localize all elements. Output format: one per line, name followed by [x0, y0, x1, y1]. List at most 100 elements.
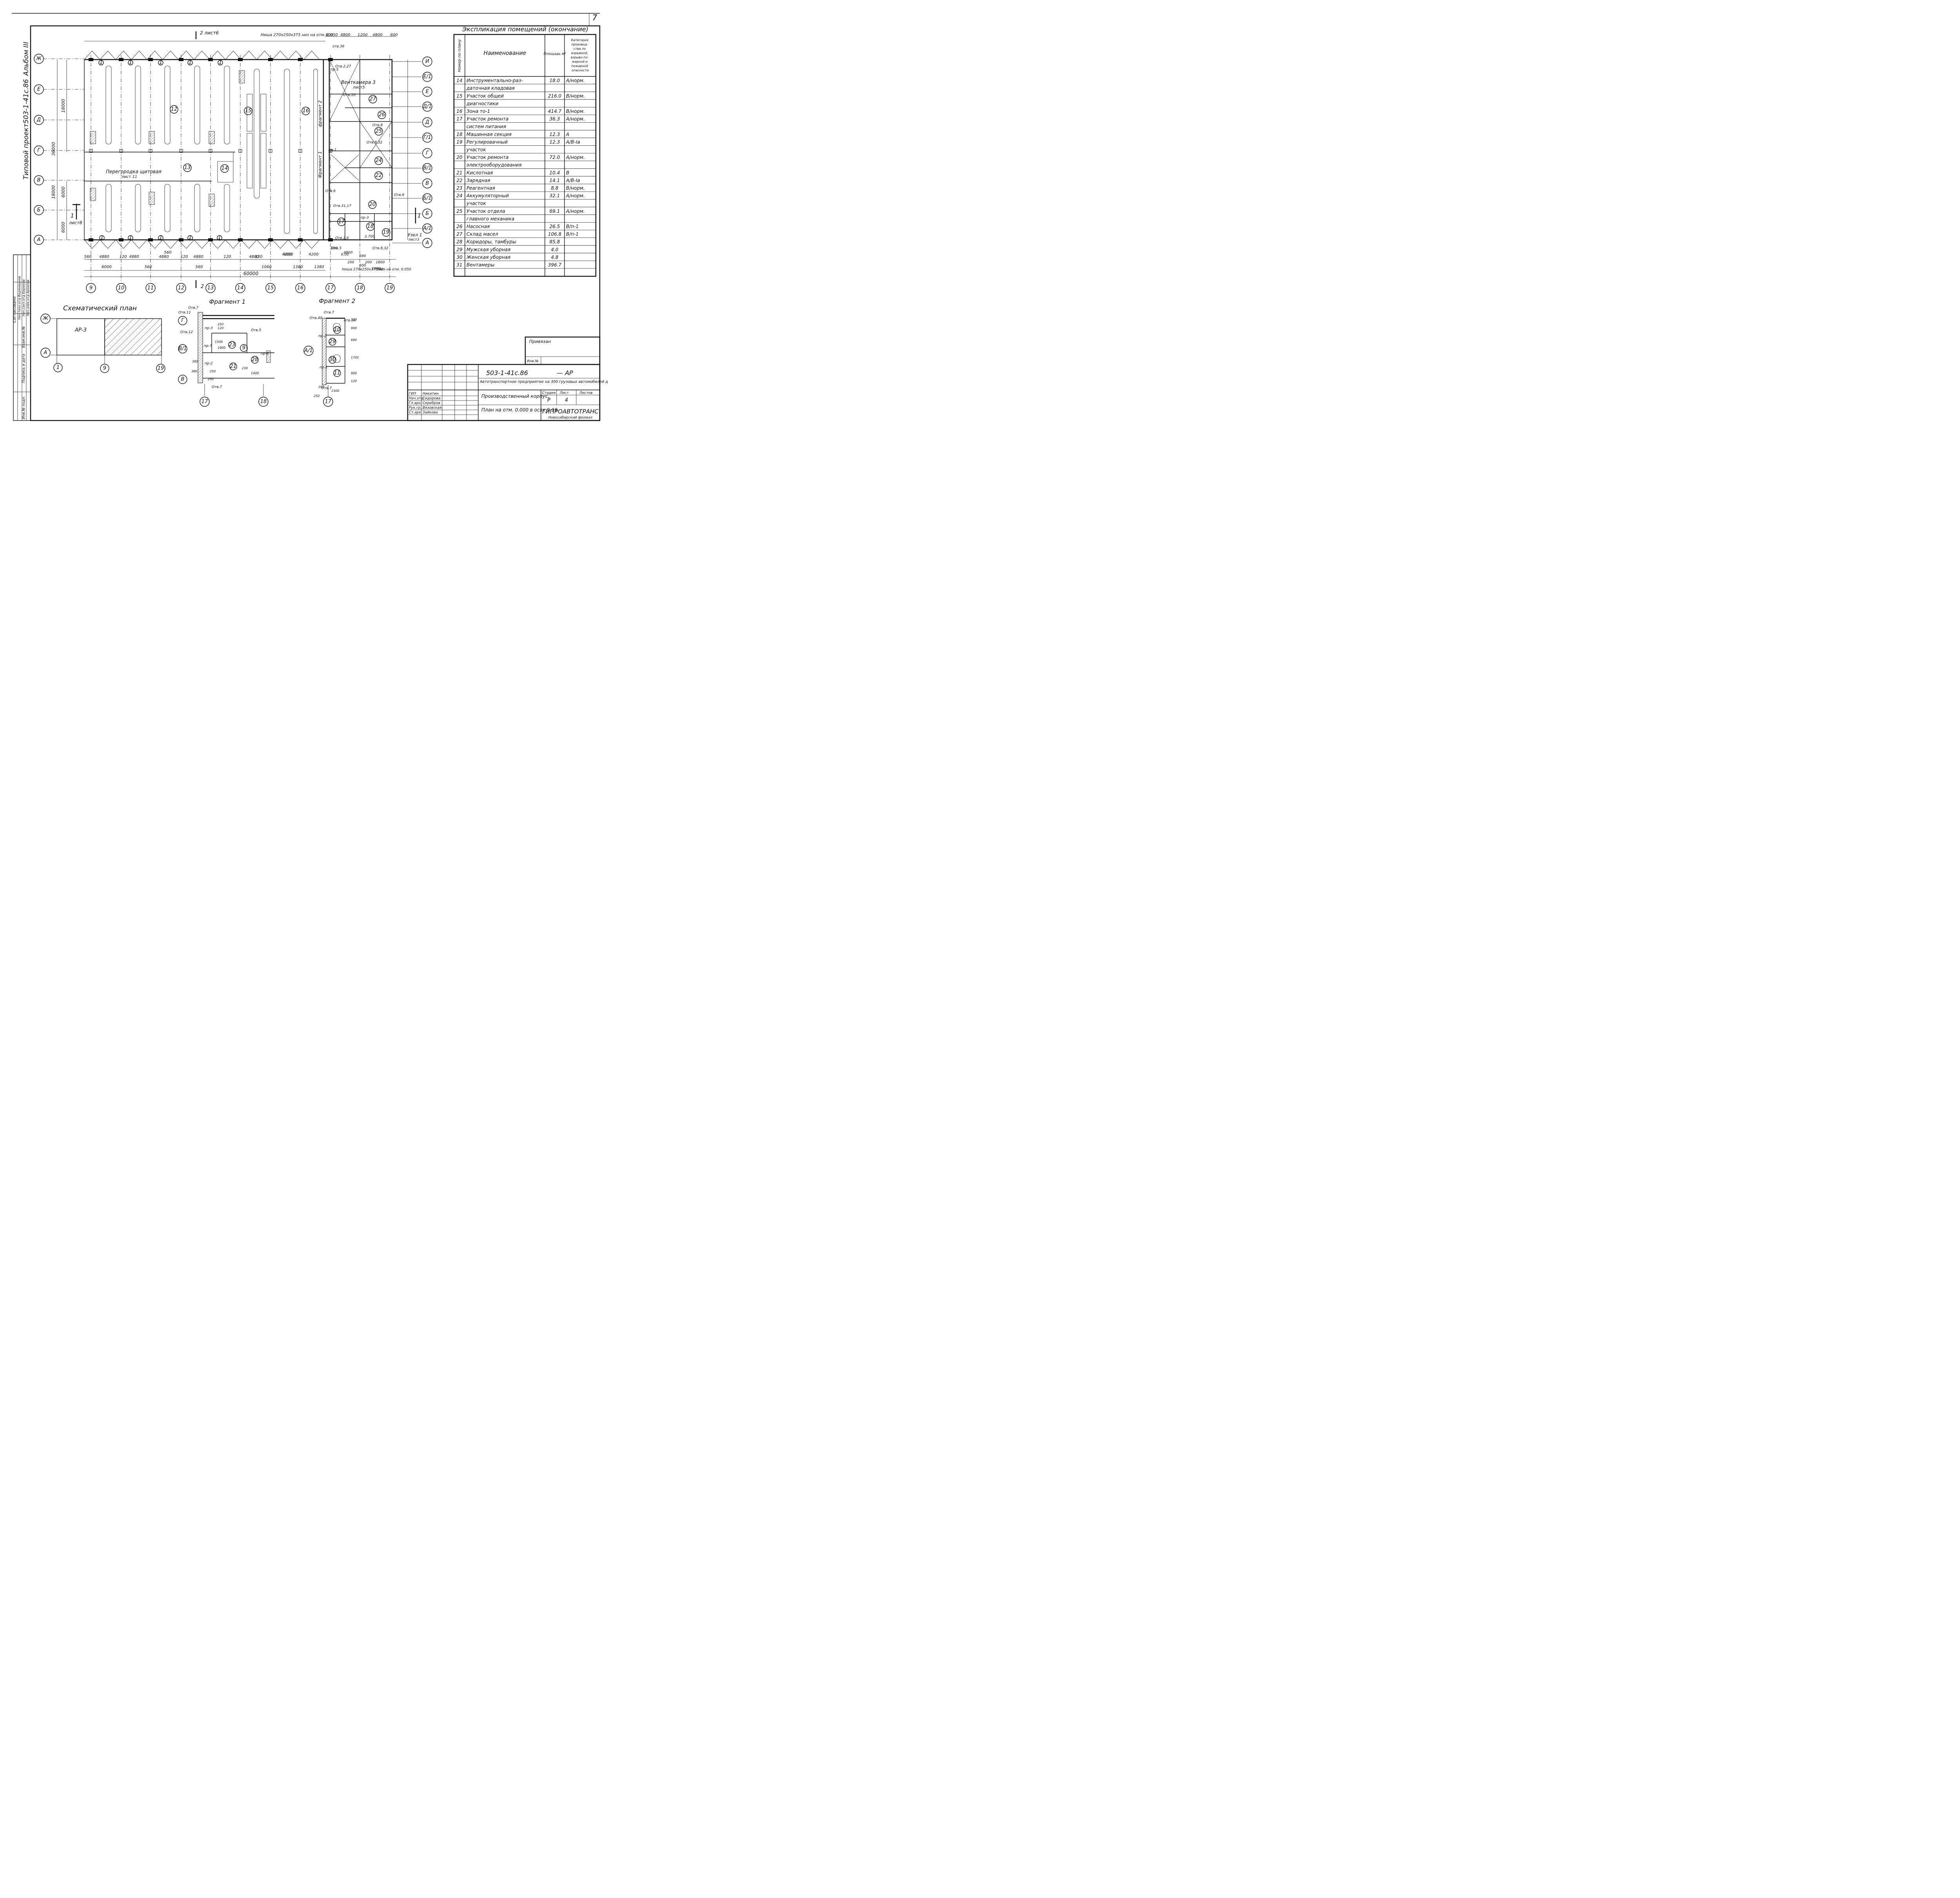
inspection-pits [90, 65, 318, 234]
dim-bottom2: 560 [144, 265, 152, 269]
dim-left-18000a: 18000 [61, 99, 66, 113]
dim-bottom2: 1380 [293, 265, 303, 269]
opening-label: Отв.10 [343, 93, 356, 97]
stamp-sheets-label: Листов [579, 391, 593, 395]
column-mid [179, 149, 183, 153]
cell-name: участок [466, 147, 486, 152]
cell-area: 69.1 [550, 208, 560, 214]
stamp-name: Серебров [423, 401, 440, 405]
dim-top: 4800 [372, 33, 382, 37]
col-axis-19-circle [385, 283, 395, 293]
fragment-2: Фрагмент 2 А/1 17 Отв.7отв.39Отв.40пр-2п… [303, 297, 359, 407]
frag1-dim: 1400 [251, 372, 259, 375]
frag1-axis-v1: В/1 [178, 346, 187, 352]
dim-small: 200 [365, 261, 372, 265]
room-number-20: 20 [369, 202, 376, 208]
sheet-frame: 7 [12, 13, 601, 421]
column-mark: 1 [100, 60, 103, 66]
dim-bottom: 120 [255, 255, 262, 259]
frag2-label: пр-1 [319, 366, 328, 370]
room-number-27: 27 [370, 96, 376, 102]
section-2-bottom: 2 [201, 284, 204, 290]
frag1-axis-g: Г [181, 318, 185, 324]
dim-small: 6.00 [341, 253, 349, 257]
page-number: 7 [592, 13, 597, 22]
opening-label: отв.39 [332, 45, 345, 49]
stamp-role: Гл.арх. [409, 401, 422, 405]
stamp-tied: Привязан [529, 339, 551, 344]
column-top [89, 58, 93, 61]
frag2-axis-17: 17 [325, 399, 332, 405]
column-top [298, 58, 303, 61]
row-axis-right-5: Г/1 [423, 135, 431, 141]
cell-num: 31 [456, 262, 462, 268]
column-mark-circle [187, 235, 193, 241]
dim-bottom: 120 [119, 255, 127, 259]
stamp-stage-label: Стадия [542, 391, 556, 395]
frag2-label: Отв.7 [321, 386, 332, 390]
row-axis-right-0-circle [422, 56, 432, 67]
fragment-1-mark: Фрагмент 1 [318, 151, 323, 178]
room-number-19-circle [382, 228, 390, 237]
row-axis-left-6-circle [34, 235, 44, 245]
col-axis-12-circle [176, 283, 186, 293]
frag1-label: Отв.11 [178, 311, 191, 315]
cell-num: 23 [456, 185, 462, 191]
room-number-18-circle [366, 222, 375, 231]
row-axis-right-8-circle [422, 178, 432, 189]
row-axis-right-4-circle [422, 117, 432, 127]
cell-num: 26 [456, 224, 463, 229]
dim-bottom: 560 [84, 255, 91, 259]
frag1-label: Отв.7 [188, 306, 198, 310]
frag2-room-30-circle [328, 356, 336, 364]
cell-area: 10.4 [550, 170, 560, 176]
row-axis-right-3-circle [422, 102, 432, 112]
column-bottom [208, 238, 213, 241]
cell-num: 27 [456, 232, 463, 237]
cell-num: 14 [456, 78, 462, 83]
row-axis-right-11: А/1 [423, 226, 432, 232]
niche-top: Ниша 270х250х375 низ на отм. 0.050 [261, 33, 338, 37]
col-axis-18: 18 [357, 285, 363, 291]
cell-num: 19 [456, 139, 462, 145]
frag1-room-28-circle [251, 356, 259, 364]
dim-bottom: 4880 [159, 255, 169, 259]
column-mark: 1 [129, 60, 132, 66]
cell-num: 29 [456, 247, 462, 252]
stamp-inv: Инв.№ [527, 359, 539, 363]
column-top [179, 58, 183, 61]
cat-h2: производ- [571, 43, 588, 46]
dim-bottom: 4880 [249, 255, 259, 259]
cell-name: Коридоры, тамбуры [466, 239, 516, 245]
title-block: Привязан Инв.№ 503-1-41с.86 — АР Автотра… [407, 336, 608, 421]
schematic-axis-zh: Ж [42, 316, 49, 322]
col-axis-9: 9 [89, 285, 93, 291]
room-number-24-circle [374, 156, 383, 165]
dim-small: 200 [347, 261, 354, 265]
column-mark-circle [128, 235, 133, 241]
column-mark-circle [187, 60, 193, 65]
cell-area: 414.7 [548, 109, 562, 114]
overall-width: 60000 [243, 271, 259, 276]
opening-label: пр-5 [330, 68, 339, 72]
cell-area: 4.8 [551, 254, 558, 260]
frag1-room-23-circle [228, 341, 236, 349]
room-number-17: 17 [338, 219, 345, 225]
column-top [268, 58, 273, 61]
approval-title: Согласовано [13, 296, 17, 323]
frag1-label: пр-7 [204, 344, 212, 348]
row-axis-left-3: Г [37, 148, 41, 154]
column-mark: 1 [189, 60, 192, 66]
col-axis-15: 15 [267, 285, 274, 291]
room-number-25-circle [374, 127, 383, 136]
approval-row-1: Нач.техн.отд Водянишнев [18, 276, 21, 320]
stamp-role: Нач.отд. [409, 397, 425, 401]
node-label: Узел 1 [408, 232, 422, 237]
cell-name: Участок общей [466, 93, 504, 99]
room-number-13-circle [183, 163, 192, 172]
frag2-dim: 690 [351, 338, 357, 342]
column-mid [298, 149, 302, 153]
cell-name: Вентамеры [466, 262, 494, 268]
